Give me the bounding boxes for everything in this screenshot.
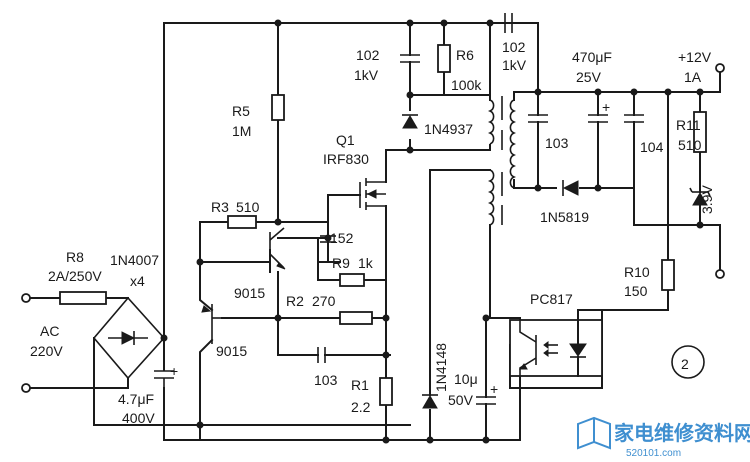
- figure-number: 2: [681, 356, 689, 372]
- resistor-r3: [227, 215, 257, 229]
- figure-number-circle: [671, 345, 705, 379]
- r3-name: R3: [211, 199, 229, 215]
- c152-label: 152: [330, 230, 354, 246]
- c10u-voltage: 50V: [448, 392, 474, 408]
- capacitor-103-output: [528, 114, 548, 131]
- resistor-r9: [339, 273, 365, 287]
- capacitor-4u7: +: [154, 363, 178, 388]
- resistor-r11: [693, 111, 707, 153]
- junction-dots: [160, 19, 704, 444]
- r8-name: R8: [66, 249, 84, 265]
- r6-name: R6: [456, 47, 474, 63]
- r1-name: R1: [351, 377, 369, 393]
- t9015-lower-label: 9015: [216, 343, 247, 359]
- c102a-voltage: 1kV: [354, 67, 379, 83]
- resistor-r6: [437, 44, 451, 73]
- fuse-r8: [59, 291, 107, 305]
- resistor-r10: [661, 259, 675, 291]
- c102a-value: 102: [356, 47, 380, 63]
- d1n4007-label: 1N4007: [110, 252, 159, 268]
- optocoupler-pc817: [509, 319, 603, 377]
- capacitor-102-1kv: [489, 13, 513, 33]
- pc817-label: PC817: [530, 291, 573, 307]
- t9015-upper-label: 9015: [234, 285, 265, 301]
- r10-value: 150: [624, 283, 648, 299]
- c103-feedback-label: 103: [314, 372, 338, 388]
- r9-value: 1k: [358, 255, 374, 271]
- watermark-title: 家电维修资料网: [614, 421, 750, 445]
- book-logo-icon: [577, 416, 611, 450]
- r10-name: R10: [624, 264, 650, 280]
- c470-value: 470μF: [572, 49, 612, 65]
- wires: [29, 22, 721, 441]
- r6-value: 100k: [451, 77, 482, 93]
- c103-output-label: 103: [545, 135, 569, 151]
- output-terminal-negative: [715, 269, 725, 279]
- output-terminal-positive: [715, 63, 725, 73]
- r5-name: R5: [232, 103, 250, 119]
- ac-voltage: 220V: [30, 343, 63, 359]
- resistor-r2: [339, 311, 373, 325]
- c102b-value: 102: [502, 39, 526, 55]
- resistor-r5: [271, 94, 285, 121]
- r2-value: 270: [312, 293, 336, 309]
- capacitor-470uf: +: [588, 99, 610, 131]
- d1n4148-label: 1N4148: [433, 343, 449, 392]
- d1n4007-count: x4: [130, 273, 145, 289]
- c102b-voltage: 1kV: [502, 57, 527, 73]
- output-current: 1A: [684, 69, 702, 85]
- resistor-r1: [379, 377, 393, 406]
- bridge-rectifier: [92, 296, 166, 389]
- watermark: 家电维修资料网 520101.com: [577, 416, 750, 459]
- diode-1n5819: [562, 180, 579, 196]
- labels: 102 1kV R6 100k 102 1kV 470μF 25V +12V 1…: [30, 39, 715, 426]
- q1-name: Q1: [336, 132, 355, 148]
- capacitor-104: [624, 114, 644, 131]
- r2-name: R2: [286, 293, 304, 309]
- watermark-url: 520101.com: [626, 448, 681, 459]
- q1-type: IRF830: [323, 151, 369, 167]
- r8-value: 2A/250V: [48, 268, 102, 284]
- diode-1n4937: [402, 114, 418, 129]
- r11-value: 510: [678, 137, 702, 153]
- transistor-9015-upper: [269, 227, 286, 270]
- capacitor-102-snubber: [400, 54, 420, 76]
- diode-1n4148: [422, 389, 438, 409]
- c47u-value: 4.7μF: [118, 391, 154, 407]
- c470-voltage: 25V: [576, 69, 602, 85]
- output-voltage: +12V: [678, 49, 712, 65]
- transistor-9015-lower: [201, 304, 222, 344]
- svg-text:+: +: [170, 363, 178, 379]
- r11-name: R11: [676, 117, 701, 133]
- r1-value: 2.2: [351, 399, 371, 415]
- c10u-value: 10μ: [454, 371, 478, 387]
- d1n5819-label: 1N5819: [540, 209, 589, 225]
- transformer: [488, 91, 529, 226]
- svg-text:+: +: [602, 99, 610, 115]
- r3-value: 510: [236, 199, 260, 215]
- ac-label: AC: [40, 323, 59, 339]
- zener-label: 3.9V: [699, 185, 715, 214]
- zener-3v9: [689, 184, 711, 206]
- r5-value: 1M: [232, 123, 251, 139]
- capacitor-152: [320, 235, 336, 243]
- mosfet-q1: [359, 174, 387, 216]
- d1n4937-label: 1N4937: [424, 121, 473, 137]
- capacitor-103-feedback: [317, 347, 337, 363]
- capacitor-10u: +: [476, 381, 498, 411]
- r9-name: R9: [332, 255, 350, 271]
- ac-terminal-top: [21, 293, 31, 303]
- c104-label: 104: [640, 139, 664, 155]
- ac-terminal-bottom: [21, 383, 31, 393]
- svg-text:+: +: [490, 381, 498, 397]
- c47u-voltage: 400V: [122, 410, 155, 426]
